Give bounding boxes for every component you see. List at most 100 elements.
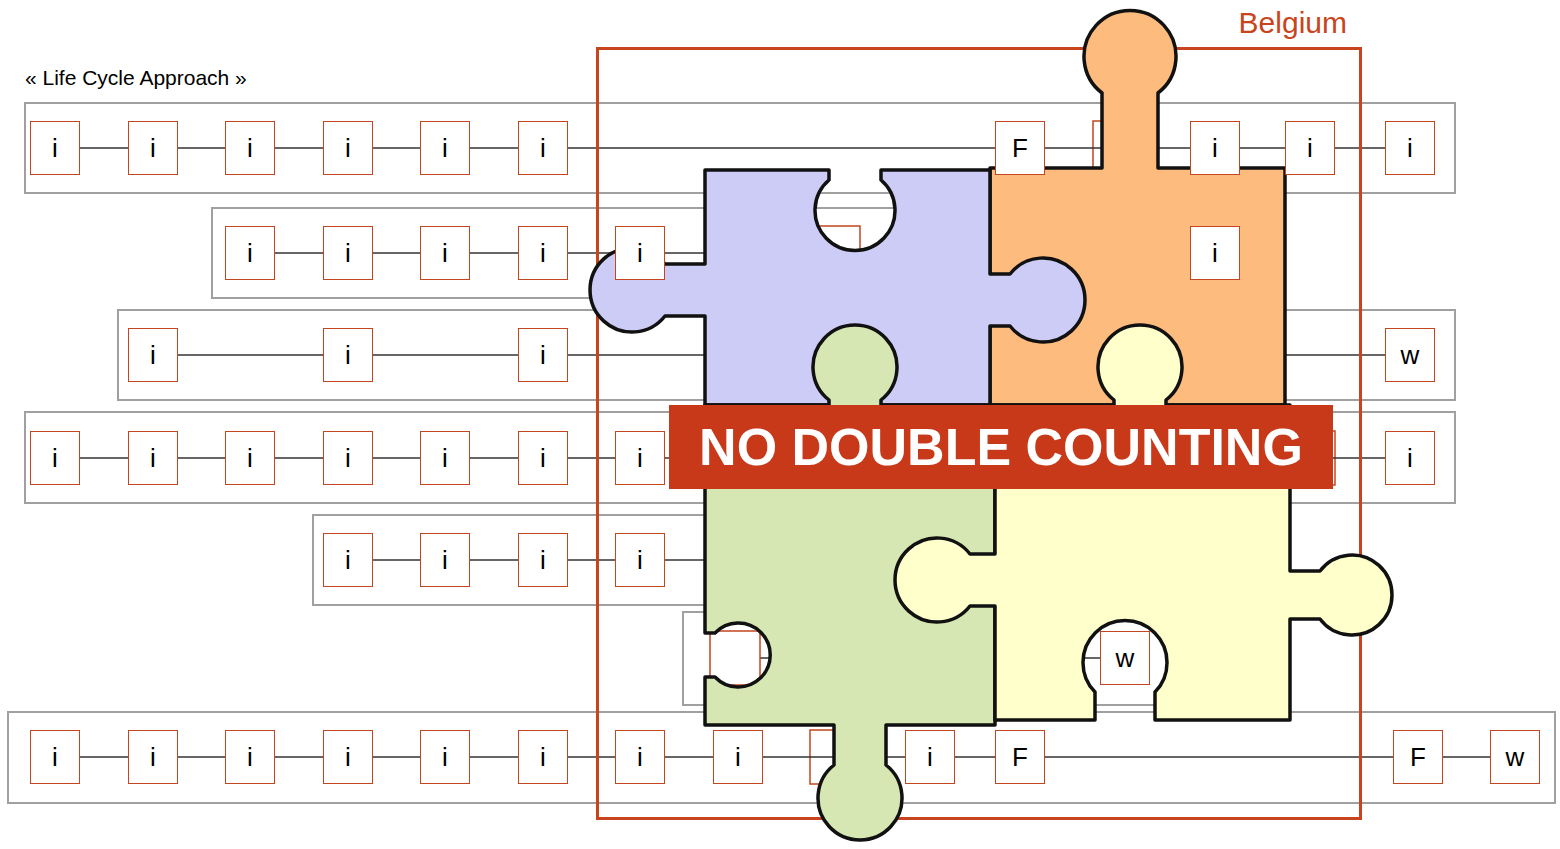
life-cycle-step: i xyxy=(225,121,275,175)
chain-link xyxy=(178,756,225,757)
life-cycle-step: i xyxy=(420,730,470,784)
step-letter: i xyxy=(637,238,643,269)
step-letter: i xyxy=(1212,238,1218,269)
step-letter: i xyxy=(247,133,253,164)
banner-text: NO DOUBLE COUNTING xyxy=(699,417,1303,477)
region-title: Belgium xyxy=(599,6,1359,40)
chain-link xyxy=(80,147,128,148)
step-letter: F xyxy=(1012,133,1028,164)
life-cycle-step: i xyxy=(323,533,373,587)
step-letter: i xyxy=(540,742,546,773)
life-cycle-step: i xyxy=(518,226,568,280)
life-cycle-step: i xyxy=(323,431,373,485)
life-cycle-step: i xyxy=(420,533,470,587)
chain-link xyxy=(665,756,713,757)
chain-link xyxy=(80,457,128,458)
life-cycle-step: i xyxy=(225,226,275,280)
life-cycle-step: i xyxy=(128,328,178,382)
chain-link xyxy=(80,756,128,757)
step-letter: i xyxy=(345,545,351,576)
life-cycle-step: i xyxy=(1190,226,1240,280)
step-letter: i xyxy=(150,340,156,371)
step-letter: i xyxy=(442,742,448,773)
step-letter: i xyxy=(1212,133,1218,164)
life-cycle-step: i xyxy=(420,226,470,280)
life-cycle-step: i xyxy=(518,328,568,382)
life-cycle-step: i xyxy=(420,121,470,175)
life-cycle-step: i xyxy=(30,431,80,485)
chain-link xyxy=(178,354,323,355)
life-cycle-step: w xyxy=(1385,328,1435,382)
life-cycle-step: i xyxy=(713,730,763,784)
life-cycle-step: i xyxy=(225,431,275,485)
life-cycle-step: i xyxy=(1385,431,1435,485)
chain-link xyxy=(275,147,323,148)
step-letter: i xyxy=(345,238,351,269)
step-letter: i xyxy=(247,742,253,773)
step-letter: i xyxy=(345,340,351,371)
step-letter: w xyxy=(1116,643,1135,674)
step-letter: i xyxy=(442,238,448,269)
life-cycle-step: w xyxy=(1490,730,1540,784)
life-cycle-step: i xyxy=(1385,121,1435,175)
warning-banner: NO DOUBLE COUNTING xyxy=(669,405,1333,489)
chain-link xyxy=(568,756,615,757)
step-letter: i xyxy=(1307,133,1313,164)
chain-link xyxy=(373,559,420,560)
chain-link xyxy=(1045,756,1393,757)
life-cycle-step: F xyxy=(995,121,1045,175)
life-cycle-step: i xyxy=(30,121,80,175)
life-cycle-step: i xyxy=(323,328,373,382)
life-cycle-step: i xyxy=(30,730,80,784)
chain-link xyxy=(275,457,323,458)
chain-link xyxy=(955,756,995,757)
step-letter: i xyxy=(52,133,58,164)
step-letter: i xyxy=(150,742,156,773)
step-letter: i xyxy=(345,133,351,164)
step-letter: i xyxy=(637,443,643,474)
chain-link xyxy=(568,457,615,458)
life-cycle-step: i xyxy=(420,431,470,485)
life-cycle-step: i xyxy=(518,431,568,485)
step-letter: i xyxy=(150,133,156,164)
chain-link xyxy=(178,147,225,148)
chain-link xyxy=(568,559,615,560)
step-letter: i xyxy=(540,443,546,474)
step-letter: i xyxy=(540,545,546,576)
chain-link xyxy=(470,559,518,560)
step-letter: i xyxy=(540,133,546,164)
chain-link xyxy=(373,354,518,355)
life-cycle-step: i xyxy=(323,226,373,280)
step-letter: i xyxy=(637,742,643,773)
step-letter: i xyxy=(442,545,448,576)
step-letter: i xyxy=(1407,133,1413,164)
step-letter: i xyxy=(735,742,741,773)
chain-link xyxy=(470,756,518,757)
life-cycle-step: i xyxy=(128,431,178,485)
life-cycle-step: i xyxy=(518,730,568,784)
life-cycle-step: i xyxy=(615,226,665,280)
chain-link xyxy=(373,252,420,253)
chain-link xyxy=(373,147,420,148)
step-letter: i xyxy=(540,238,546,269)
step-letter: i xyxy=(247,238,253,269)
step-letter: i xyxy=(150,443,156,474)
label-text: « Life Cycle Approach » xyxy=(25,66,247,89)
step-letter: F xyxy=(1410,742,1426,773)
life-cycle-step: i xyxy=(518,121,568,175)
step-letter: i xyxy=(247,443,253,474)
chain-link xyxy=(568,147,995,148)
step-letter: i xyxy=(927,742,933,773)
life-cycle-step: i xyxy=(323,121,373,175)
life-cycle-step: i xyxy=(225,730,275,784)
hidden-box xyxy=(710,631,760,685)
life-cycle-step: i xyxy=(615,533,665,587)
life-cycle-step: i xyxy=(128,730,178,784)
chain-link xyxy=(1240,147,1285,148)
life-cycle-step: i xyxy=(1285,121,1335,175)
caption-label: « Life Cycle Approach » xyxy=(25,66,247,90)
puzzle-piece xyxy=(895,325,1392,720)
life-cycle-step: i xyxy=(615,730,665,784)
step-letter: i xyxy=(540,340,546,371)
life-cycle-step: F xyxy=(995,730,1045,784)
